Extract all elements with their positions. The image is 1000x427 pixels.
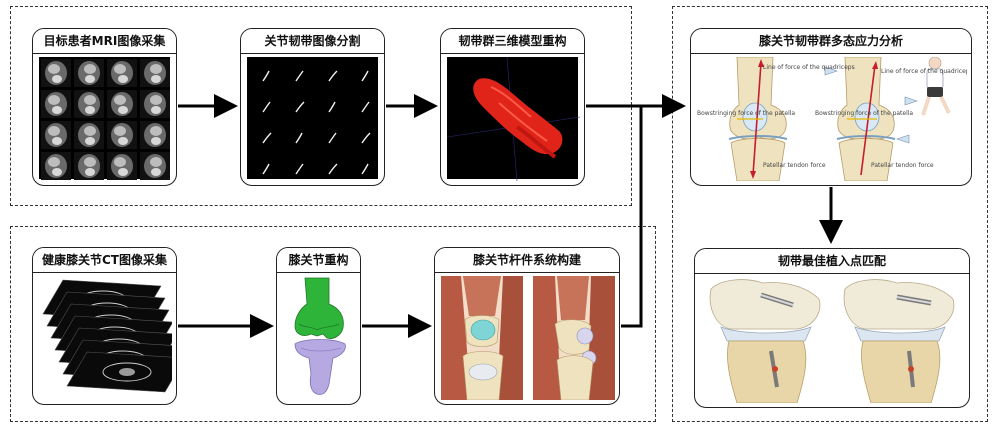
card-title: 膝关节杆件系统构建 xyxy=(435,248,619,273)
card-3d-reconstruction: 韧带群三维模型重构 xyxy=(440,28,585,186)
mri-slices-image xyxy=(39,57,170,180)
ct-pipeline-group xyxy=(10,226,656,422)
segmentation-image xyxy=(247,57,378,179)
knee-musculature-image xyxy=(441,276,615,401)
card-rod-system: 膝关节杆件系统构建 xyxy=(434,247,620,405)
card-title: 关节韧带图像分割 xyxy=(241,29,384,54)
card-title: 健康膝关节CT图像采集 xyxy=(33,248,176,273)
card-mri-acquisition: 目标患者MRI图像采集 xyxy=(32,28,177,186)
card-ct-acquisition: 健康膝关节CT图像采集 xyxy=(32,247,177,405)
label-bowstringing: Bowstringing force of the patella xyxy=(697,110,795,117)
implant-placement-image xyxy=(701,277,963,404)
ligament-3d-model-image xyxy=(446,56,581,182)
arrow-rod-to-analysis xyxy=(621,106,643,328)
knee-bone-model-image xyxy=(283,276,354,398)
label-bowstringing-right: Bowstringing force of the patella xyxy=(815,110,913,117)
card-implant-matching: 韧带最佳植入点匹配 xyxy=(694,248,970,408)
card-title: 目标患者MRI图像采集 xyxy=(33,29,176,54)
knee-force-diagram-image: Line of force of the quadriceps Bowstrin… xyxy=(697,56,971,182)
label-patellar-tendon: Patellar tendon force xyxy=(763,162,826,169)
card-title: 膝关节韧带群多态应力分析 xyxy=(691,29,971,54)
card-segmentation: 关节韧带图像分割 xyxy=(240,28,385,186)
ct-stack-image xyxy=(39,276,176,398)
label-patellar-tendon-right: Patellar tendon force xyxy=(871,162,934,169)
card-stress-analysis: 膝关节韧带群多态应力分析 xyxy=(690,28,972,186)
card-title: 韧带群三维模型重构 xyxy=(441,29,584,54)
label-line-of-force-right: Line of force of the quadriceps xyxy=(881,68,967,75)
card-knee-reconstruction: 膝关节重构 xyxy=(276,247,361,405)
analysis-group xyxy=(672,6,988,422)
label-line-of-force: Line of force of the quadriceps xyxy=(763,64,855,71)
card-title: 膝关节重构 xyxy=(277,248,360,273)
card-title: 韧带最佳植入点匹配 xyxy=(695,249,969,274)
